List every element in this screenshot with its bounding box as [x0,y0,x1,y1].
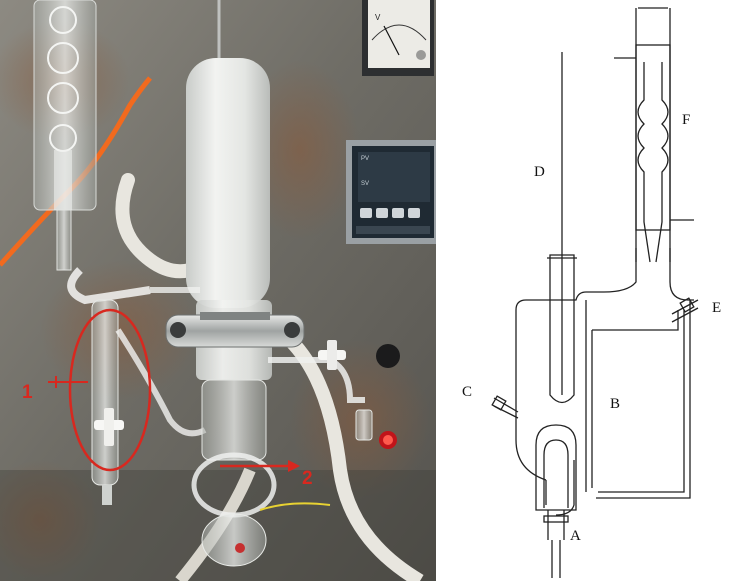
label-C: C [462,384,472,400]
controller-button [392,208,404,218]
svg-text:PV: PV [361,156,369,162]
label-B: B [610,396,620,412]
tube-D [547,52,577,404]
callout-label-1: 1 [22,382,33,403]
inner-well-A [535,424,577,578]
voltmeter: V [362,0,434,76]
condenser [33,0,97,271]
apparatus-diagram: A B C D E F [462,7,721,578]
label-A: A [570,528,581,544]
label-F: F [682,112,690,128]
callout-ellipse-1 [68,308,152,472]
temperature-controller: PV SV [346,140,436,244]
reaction-vessel [515,248,694,516]
meter-letter: V [375,13,381,22]
controller-button [408,208,420,218]
svg-text:SV: SV [361,181,369,187]
rubber-tubing [284,335,424,581]
stopcock [94,408,124,446]
yellow-wire [259,502,331,511]
callout-label-2: 2 [302,468,313,489]
label-D: D [534,164,545,180]
stopcock-C [491,395,519,419]
controller-button [360,208,372,218]
label-E: E [712,300,721,316]
condenser-F [614,7,694,263]
rust-stain [0,460,100,580]
reactor-body [150,287,373,567]
apparatus-photo: V PV SV [0,0,436,581]
rubber-tubing [115,173,197,279]
metal-clamp [165,312,305,348]
controller-button [376,208,388,218]
stopcock-E [671,297,699,323]
side-stopcock [318,340,346,370]
power-knob [376,344,400,368]
